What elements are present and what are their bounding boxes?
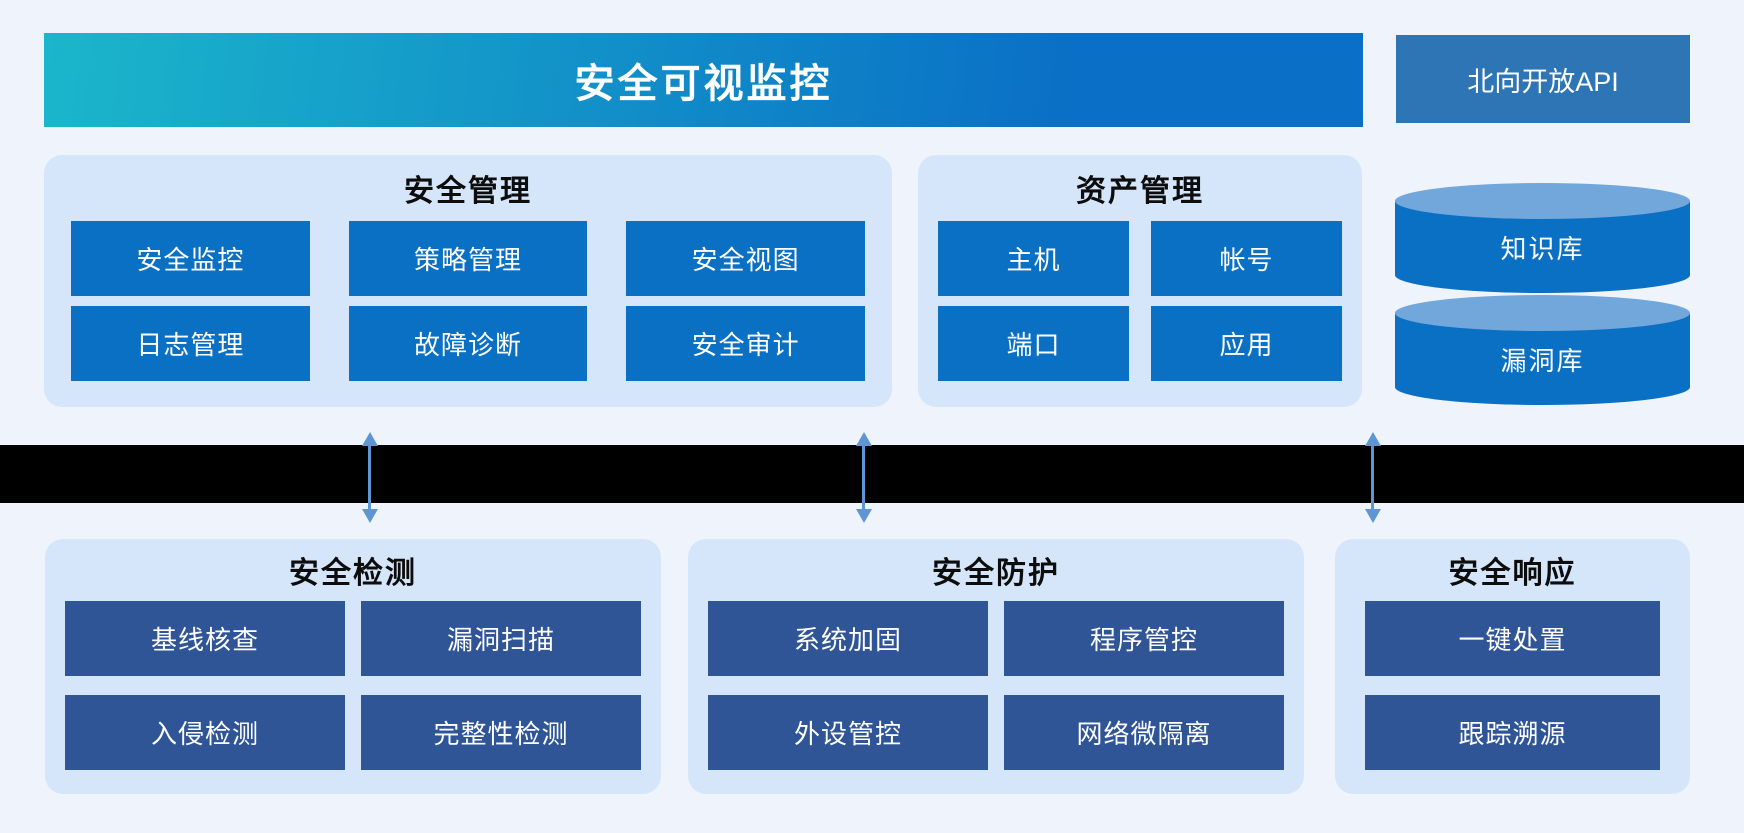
- module-block: 网络微隔离: [1004, 695, 1284, 770]
- database-knowledge: 知识库: [1395, 183, 1690, 293]
- bidirectional-arrow-icon: [361, 432, 378, 523]
- api-box: 北向开放API: [1396, 35, 1690, 123]
- arrow-head-up: [855, 432, 872, 446]
- module-block: 基线核查: [65, 601, 345, 676]
- panel-title: 安全管理: [404, 175, 532, 208]
- module-block: 安全视图: [626, 221, 865, 296]
- module-block: 漏洞扫描: [361, 601, 641, 676]
- arrow-head-down: [361, 509, 378, 523]
- panel-security-management: 安全管理 安全监控策略管理安全视图日志管理故障诊断安全审计: [44, 155, 892, 407]
- module-block: 端口: [938, 306, 1129, 381]
- module-block: 日志管理: [71, 306, 310, 381]
- module-grid: 系统加固程序管控外设管控网络微隔离: [708, 601, 1284, 770]
- banner-title: 安全可视监控: [574, 62, 833, 106]
- cylinder-label: 知识库: [1500, 234, 1585, 264]
- cylinder-label: 漏洞库: [1500, 346, 1585, 376]
- panel-title: 安全检测: [289, 557, 417, 590]
- module-block: 程序管控: [1004, 601, 1284, 676]
- module-block: 入侵检测: [65, 695, 345, 770]
- panel-title: 资产管理: [1076, 175, 1204, 208]
- module-grid: 基线核查漏洞扫描入侵检测完整性检测: [65, 601, 641, 770]
- panel-asset-management: 资产管理 主机帐号端口应用: [918, 155, 1362, 407]
- api-box-label: 北向开放API: [1467, 66, 1619, 97]
- module-grid: 安全监控策略管理安全视图日志管理故障诊断安全审计: [71, 221, 865, 381]
- arrow-head-up: [1364, 432, 1381, 446]
- module-block: 外设管控: [708, 695, 988, 770]
- top-banner: 安全可视监控: [44, 33, 1363, 127]
- module-block: 策略管理: [348, 221, 588, 296]
- arrow-head-down: [855, 509, 872, 523]
- panel-security-detection: 安全检测 基线核查漏洞扫描入侵检测完整性检测: [45, 539, 661, 794]
- database-vulnerability: 漏洞库: [1395, 295, 1690, 405]
- arrow-head-down: [1364, 509, 1381, 523]
- panel-security-response: 安全响应 一键处置跟踪溯源: [1335, 539, 1690, 794]
- module-block: 安全审计: [626, 306, 865, 381]
- module-block: 安全监控: [71, 221, 310, 296]
- arrow-shaft: [1371, 446, 1374, 509]
- module-block: 故障诊断: [348, 306, 588, 381]
- panel-title: 安全防护: [932, 557, 1060, 590]
- database-cylinder-icon: [1395, 295, 1690, 405]
- module-block: 完整性检测: [361, 695, 641, 770]
- module-grid: 主机帐号端口应用: [938, 221, 1342, 381]
- panel-title: 安全响应: [1448, 557, 1577, 590]
- black-separator-band: [0, 445, 1744, 503]
- bidirectional-arrow-icon: [1364, 432, 1381, 523]
- module-block: 主机: [938, 221, 1129, 296]
- panel-security-protection: 安全防护 系统加固程序管控外设管控网络微隔离: [688, 539, 1304, 794]
- module-block: 系统加固: [708, 601, 988, 676]
- module-block: 跟踪溯源: [1365, 695, 1660, 770]
- arrow-shaft: [862, 446, 865, 509]
- arrow-head-up: [361, 432, 378, 446]
- module-block: 一键处置: [1365, 601, 1660, 676]
- bidirectional-arrow-icon: [855, 432, 872, 523]
- module-grid: 一键处置跟踪溯源: [1365, 601, 1660, 770]
- module-block: 应用: [1151, 306, 1342, 381]
- arrow-shaft: [368, 446, 371, 509]
- database-cylinder-icon: [1395, 183, 1690, 293]
- module-block: 帐号: [1151, 221, 1342, 296]
